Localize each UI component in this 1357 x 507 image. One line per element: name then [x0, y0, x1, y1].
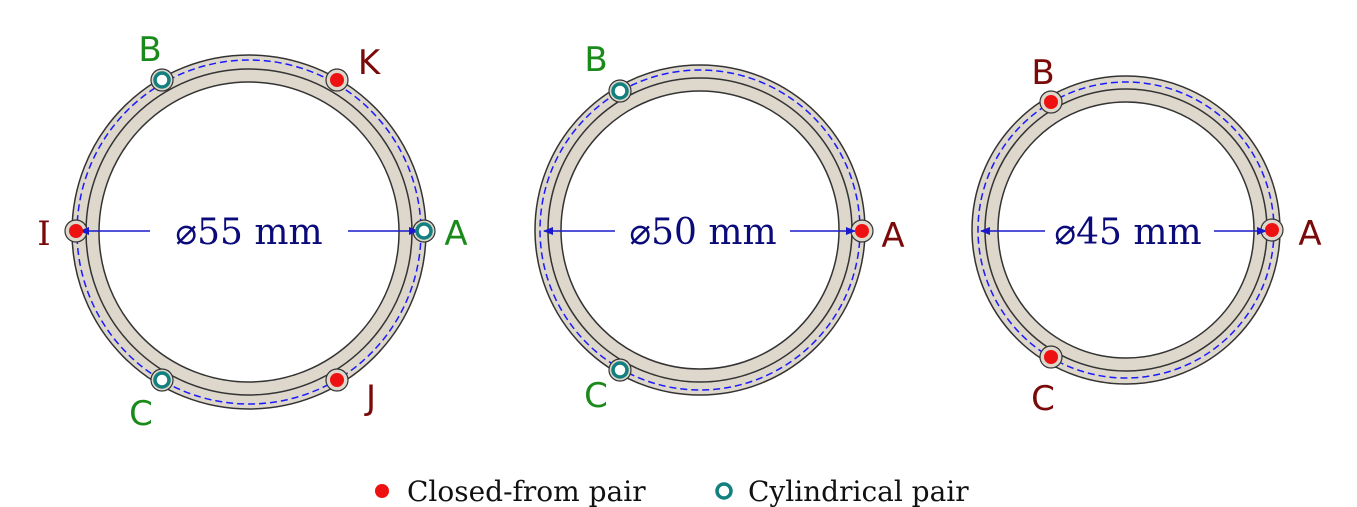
- ring-50-label-c: C: [584, 376, 608, 416]
- ring-45-label-b: B: [1031, 53, 1054, 93]
- ring-55-label-k: K: [358, 43, 382, 83]
- ring-55-closed-marker-i: [69, 224, 83, 238]
- ring-55-label-j: J: [364, 378, 376, 418]
- ring-55-label-b: B: [138, 30, 161, 70]
- legend-closed-label: Closed-from pair: [407, 475, 646, 507]
- ring-55-diameter-label: ⌀55 mm: [175, 212, 322, 253]
- ring-50-label-b: B: [584, 40, 607, 80]
- ring-45-label-c: C: [1031, 379, 1055, 419]
- ring-55-label-c: C: [129, 394, 153, 434]
- ring-55-cylindrical-marker-c: [153, 371, 171, 389]
- ring-55-group: ⌀55 mm A B C I J K: [37, 30, 467, 434]
- ring-45-group: ⌀45 mm A B C: [971, 53, 1322, 419]
- ring-55-label-i: I: [37, 214, 50, 254]
- ring-55-cylindrical-marker-b: [153, 71, 171, 89]
- ring-55-closed-marker-k: [330, 73, 344, 87]
- ring-45-closed-marker-c: [1044, 350, 1058, 364]
- legend-cylindrical-icon: [715, 482, 733, 500]
- ring-50-cylindrical-marker-b: [611, 82, 629, 100]
- ring-55-cylindrical-marker-a: [415, 222, 433, 240]
- legend: Closed-from pair Cylindrical pair: [375, 475, 969, 507]
- ring-50-diameter-label: ⌀50 mm: [629, 212, 776, 253]
- ring-45-closed-marker-b: [1044, 95, 1058, 109]
- ring-55-label-a: A: [444, 214, 467, 254]
- ring-45-diameter-label: ⌀45 mm: [1054, 212, 1201, 253]
- legend-closed-icon: [375, 484, 389, 498]
- ring-45-inner-hole: [997, 101, 1255, 359]
- ring-50-group: ⌀50 mm A B C: [534, 40, 905, 416]
- ring-55-closed-marker-j: [330, 373, 344, 387]
- ring-50-closed-marker-a: [855, 224, 869, 238]
- ring-50-label-a: A: [881, 216, 904, 256]
- ring-50-cylindrical-marker-c: [611, 361, 629, 379]
- ring-45-closed-marker-a: [1265, 223, 1279, 237]
- ring-45-label-a: A: [1298, 214, 1321, 254]
- ring-55-inner-hole: [98, 81, 400, 383]
- ring-50-inner-hole: [560, 90, 840, 370]
- legend-cylindrical-label: Cylindrical pair: [748, 475, 969, 507]
